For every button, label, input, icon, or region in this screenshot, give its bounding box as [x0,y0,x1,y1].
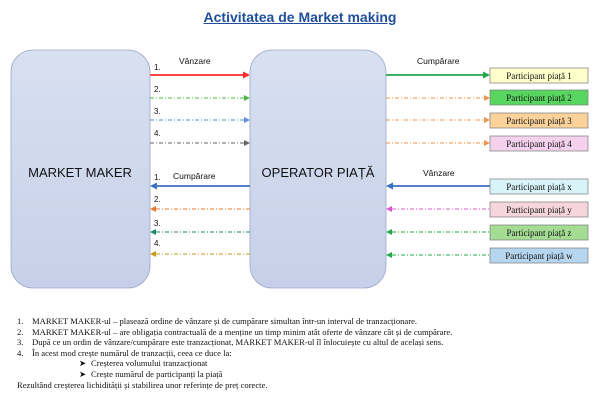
note-number: 3. [17,337,24,348]
note-number: 2. [17,326,24,337]
note-sub-item-1: ➤ Creșterea volumului tranzacționat [17,358,592,369]
note-item-2: 2. MARKET MAKER-ul – are obligația contra… [17,327,592,338]
participant-box-y: Participant piață y [489,201,589,218]
note-sub-text: Crește numărul de participanți la piață [91,368,223,379]
left-top-title: Vânzare [179,56,211,66]
left-top-arrow-2 [150,95,250,101]
left-top-number-4: 4. [154,129,161,138]
left-bottom-arrow-2 [150,206,250,212]
left-bottom-title: Cumpărare [173,171,216,181]
svg-text:Participant piață w: Participant piață w [505,251,573,261]
arrow-bullet-icon: ➤ [79,368,87,379]
participant-box-3: Participant piață 3 [489,112,589,129]
left-top-arrow-4 [150,140,250,146]
right-bottom-arrow-3 [386,229,490,235]
note-number: 4. [17,347,24,358]
market-maker-box [10,49,151,289]
svg-text:Participant piață 1: Participant piață 1 [506,71,571,81]
market-maker-label: MARKET MAKER [28,165,132,180]
svg-text:Participant piață x: Participant piață x [506,182,572,192]
svg-text:Participant piață 3: Participant piață 3 [506,116,572,126]
left-bottom-number-1: 1. [154,173,161,182]
participant-box-1: Participant piață 1 [489,67,589,84]
note-text: După ce un ordin de vânzare/cumpărare es… [32,337,444,348]
left-top-arrow-1 [150,71,250,79]
left-bottom-arrow-4 [150,251,250,257]
market-making-diagram: MARKET MAKER OPERATOR PIAȚĂ Vânzare 1. 2… [10,49,589,289]
left-top-number-3: 3. [154,107,161,116]
right-top-arrow-2 [386,95,490,101]
arrow-bullet-icon: ➤ [79,358,87,369]
operator-box [249,49,387,289]
right-top-arrow-4 [386,140,490,146]
participant-box-2: Participant piață 2 [489,89,589,106]
right-top-arrow-3 [386,117,490,123]
note-item-3: 3. După ce un ordin de vânzare/cumpărare … [17,337,592,348]
participant-box-w: Participant piață w [489,247,589,264]
note-text: În acest mod crește numărul de tranzacți… [32,347,232,358]
note-item-4: 4. În acest mod crește numărul de tranzac… [17,348,592,359]
left-bottom-arrow-1 [150,182,250,190]
left-bottom-arrow-3 [150,229,250,235]
right-bottom-arrow-4 [386,252,490,258]
note-text: MARKET MAKER-ul – plasează ordine de vân… [32,316,418,326]
svg-text:Participant piață y: Participant piață y [506,205,572,215]
note-number: 1. [17,316,24,326]
notes: 1. MARKET MAKER-ul – plasează ordine de v… [17,316,592,390]
note-sub-item-2: ➤ Crește numărul de participanți la piață [17,369,592,380]
svg-text:Participant piață 2: Participant piață 2 [506,93,571,103]
svg-text:Participant piață z: Participant piață z [507,228,572,238]
participant-box-4: Participant piață 4 [489,135,589,152]
left-top-number-2: 2. [154,85,161,94]
left-top-arrow-3 [150,117,250,123]
left-top-number-1: 1. [154,63,161,72]
participant-box-z: Participant piață z [489,224,589,241]
note-text: MARKET MAKER-ul – are obligația contract… [32,326,453,337]
note-item-1: 1. MARKET MAKER-ul – plasează ordine de v… [17,316,592,327]
right-bottom-arrow-2 [386,206,490,212]
left-bottom-number-3: 3. [154,219,161,228]
note-sub-text: Creșterea volumului tranzacționat [91,358,208,369]
page-title: Activitatea de Market making [203,9,397,25]
right-top-title: Cumpărare [417,56,460,66]
svg-text:Participant piață 4: Participant piață 4 [506,139,572,149]
right-bottom-arrow-1 [386,182,490,190]
left-bottom-number-4: 4. [154,239,161,248]
operator-label: OPERATOR PIAȚĂ [262,165,375,180]
note-conclusion: Rezultând creșterea lichidității și stab… [17,379,268,390]
participant-box-x: Participant piață x [489,178,589,195]
left-bottom-number-2: 2. [154,195,161,204]
right-bottom-title: Vânzare [423,168,455,178]
right-top-arrow-1 [386,71,490,79]
